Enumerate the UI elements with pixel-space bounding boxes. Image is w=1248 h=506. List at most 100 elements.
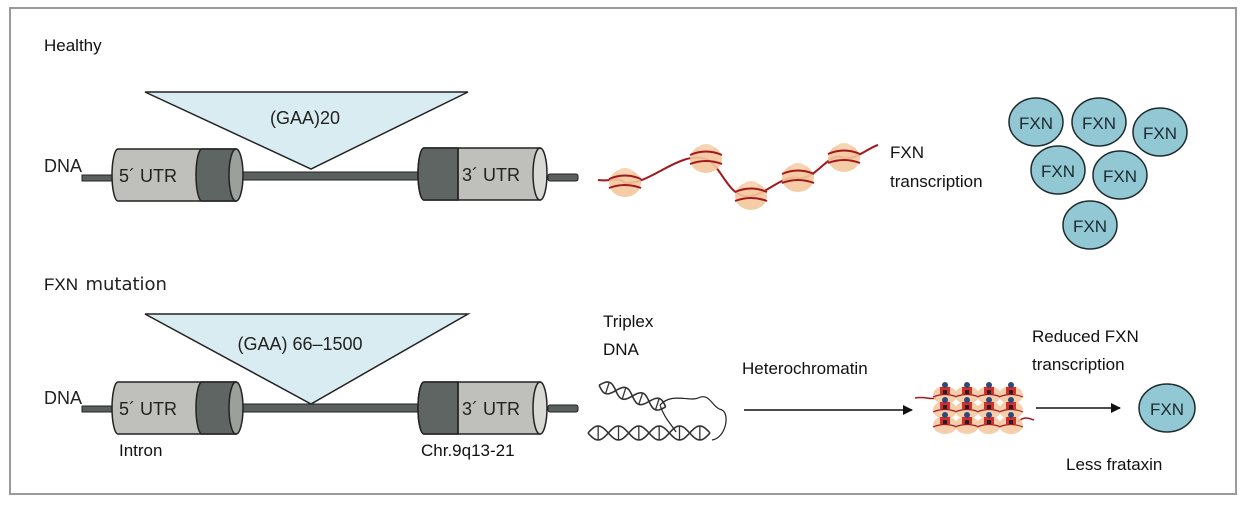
nucleosome-top — [837, 143, 851, 151]
condensed-nucleosome — [976, 412, 1002, 434]
condensed-nucleosome — [998, 412, 1024, 434]
fxn-protein-label: FXN — [1041, 162, 1075, 181]
hp1-protein — [942, 412, 948, 418]
wrap — [998, 393, 1024, 398]
utr3-cylinder-healthy: 3´ UTR — [417, 147, 548, 201]
locus-label: Chr.9q13-21 — [421, 441, 515, 460]
condensed-nucleosome — [954, 397, 980, 419]
intron-label: Intron — [119, 441, 162, 460]
utr5-cylinder-healthy: 5´ UTR — [111, 148, 244, 202]
wrap — [608, 174, 642, 180]
fxn-protein: FXN — [1008, 97, 1064, 147]
condensed-nucleosome — [954, 412, 980, 434]
helix-strand — [598, 381, 667, 411]
methyl-mark — [965, 405, 969, 409]
base-pair — [604, 381, 610, 394]
methyl-mark — [965, 420, 969, 424]
condensed-nucleosome — [954, 382, 980, 404]
nucleosome — [734, 181, 768, 210]
condensed-nucleosome — [932, 412, 958, 434]
wrap — [932, 393, 958, 398]
fxn-transcription-label-line2: transcription — [890, 172, 983, 191]
wrap — [689, 150, 723, 156]
fxn-transcription-label-line1: FXN — [890, 143, 924, 162]
hp1-protein — [986, 397, 992, 403]
utr5-label: 5´ UTR — [119, 166, 177, 186]
methyl-mark — [987, 420, 991, 424]
triplex-label-line1: Triplex — [603, 312, 654, 331]
mutation-title-suffix: mutation — [85, 274, 167, 295]
methyl-mark — [943, 420, 947, 424]
fxn-protein-shape — [1030, 145, 1086, 195]
wrap — [689, 160, 723, 165]
hp1-protein — [964, 382, 970, 388]
methyl-mark — [1009, 405, 1013, 409]
utr5-cylinder-mutation: 5´ UTR — [111, 381, 244, 435]
repeat-triangle-mutation: (GAA) 66–1500 — [144, 313, 471, 405]
reduced-transcription-line2: transcription — [1032, 355, 1125, 374]
utr5-label: 5´ UTR — [119, 399, 177, 419]
nucleosome-top — [744, 181, 758, 189]
wrap — [976, 408, 1002, 413]
base-pair — [638, 392, 644, 405]
less-frataxin-label: Less frataxin — [1066, 455, 1162, 474]
condensed-nucleosome — [976, 397, 1002, 419]
hp1-protein — [964, 412, 970, 418]
duplex-helix — [587, 425, 711, 441]
hp1-protein — [986, 382, 992, 388]
mutation-title-prefix: FXN — [44, 275, 78, 294]
wrap — [734, 187, 768, 193]
fxn-protein-shape — [1138, 383, 1196, 433]
mutation-title: FXN mutation — [44, 274, 167, 295]
wrap — [998, 423, 1024, 428]
triangle-shape — [144, 313, 471, 405]
utr3-label: 3´ UTR — [462, 165, 520, 185]
methyl-mark — [987, 405, 991, 409]
fxn-protein-label: FXN — [1019, 114, 1053, 133]
base-pair — [654, 398, 660, 411]
wrap — [954, 408, 980, 413]
dna-label: DNA — [44, 156, 82, 176]
fxn-protein-label: FXN — [1143, 124, 1177, 143]
utr3-label: 3´ UTR — [462, 399, 520, 419]
wrap — [932, 408, 958, 413]
wrap — [734, 197, 768, 202]
wrap — [976, 393, 1002, 398]
triplex-dna-icon — [587, 381, 727, 441]
open-chromatin — [597, 143, 879, 210]
wrap — [998, 408, 1024, 413]
condensed-nucleosome — [932, 397, 958, 419]
fxn-protein-shape — [1071, 97, 1127, 147]
triplex-label-line2: DNA — [603, 340, 640, 359]
strand-right — [547, 173, 579, 182]
hp1-protein — [986, 412, 992, 418]
wrap — [781, 169, 815, 175]
hp1-protein — [942, 397, 948, 403]
methyl-mark — [943, 390, 947, 394]
strand-middle — [237, 171, 421, 181]
wrap — [827, 159, 861, 164]
strand-right — [547, 404, 579, 413]
fxn-protein: FXN — [1030, 145, 1086, 195]
methyl-mark — [987, 390, 991, 394]
triangle-shape — [144, 91, 469, 170]
condensed-nucleosome — [998, 397, 1024, 419]
hp1-protein — [942, 382, 948, 388]
fxn-protein-shape — [1092, 150, 1148, 200]
repeat-triangle-healthy: (GAA)20 — [144, 91, 469, 170]
fxn-protein: FXN — [1092, 150, 1148, 200]
mutation-panel: FXN mutation (GAA) 66–1500 DNA 5´ UTR 3´… — [44, 274, 1196, 474]
nucleosome-top — [699, 144, 713, 152]
utr3-cylinder-mutation: 3´ UTR — [417, 381, 548, 435]
repeat-label: (GAA)20 — [270, 108, 340, 128]
hp1-protein — [964, 397, 970, 403]
wrap — [976, 423, 1002, 428]
fxn-protein-shape — [1062, 200, 1118, 250]
nucleosome — [781, 163, 815, 192]
condensed-nucleosome — [998, 382, 1024, 404]
wrap — [932, 423, 958, 428]
methyl-mark — [943, 405, 947, 409]
nucleosome-top — [791, 163, 805, 171]
